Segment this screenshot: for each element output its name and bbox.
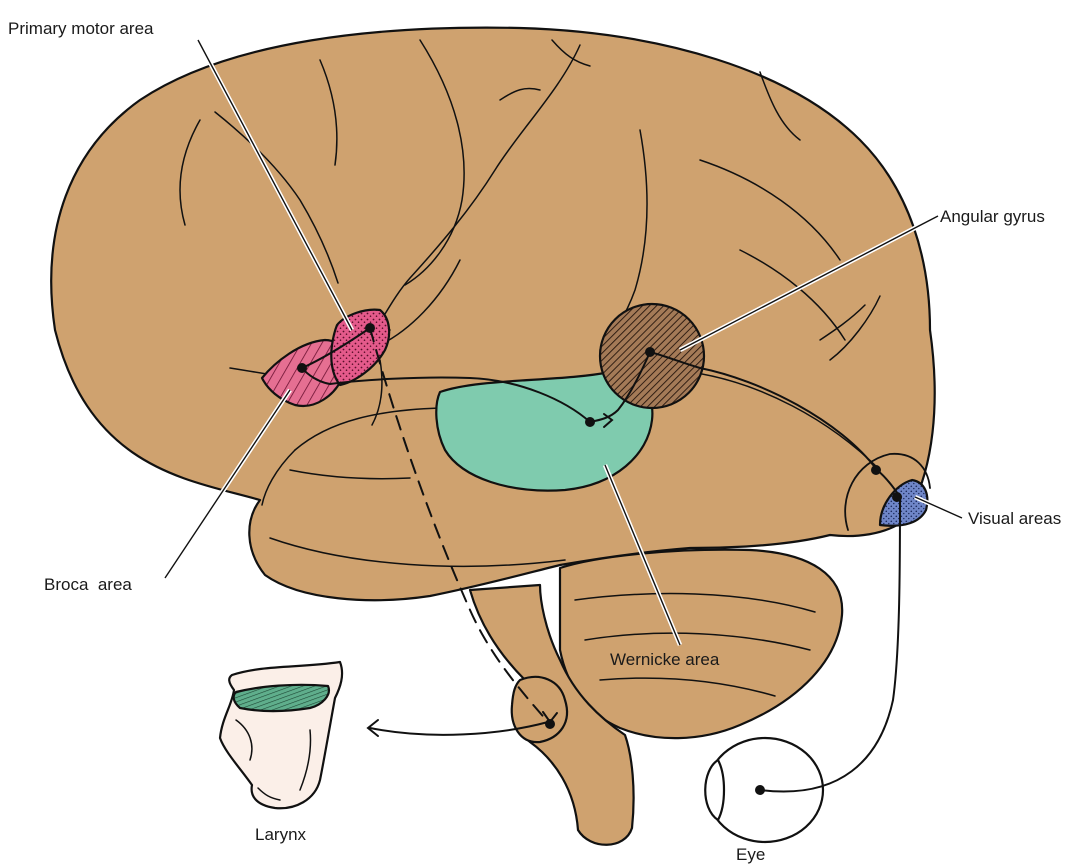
label-angular-gyrus: Angular gyrus bbox=[940, 207, 1045, 226]
label-visual-areas: Visual areas bbox=[968, 509, 1061, 528]
cerebral-cortex bbox=[51, 28, 934, 601]
larynx bbox=[220, 662, 342, 808]
synapse-visual bbox=[892, 492, 902, 502]
synapse-eye bbox=[755, 785, 765, 795]
larynx-tissue bbox=[220, 662, 342, 808]
synapse-broca bbox=[297, 363, 307, 373]
label-wernicke-area: Wernicke area bbox=[610, 650, 720, 669]
label-broca-area: Broca area bbox=[44, 575, 132, 594]
cerebellum bbox=[560, 550, 842, 738]
synapse-occipital bbox=[871, 465, 881, 475]
synapse-angular bbox=[645, 347, 655, 357]
label-eye: Eye bbox=[736, 845, 765, 864]
cornea bbox=[705, 760, 724, 820]
label-primary-motor-area: Primary motor area bbox=[8, 19, 154, 38]
synapse-wernicke bbox=[585, 417, 595, 427]
pons bbox=[512, 677, 567, 742]
synapse-brainstem bbox=[545, 719, 555, 729]
label-larynx: Larynx bbox=[255, 825, 307, 844]
synapse-motor bbox=[365, 323, 375, 333]
vocal-folds bbox=[234, 685, 329, 711]
